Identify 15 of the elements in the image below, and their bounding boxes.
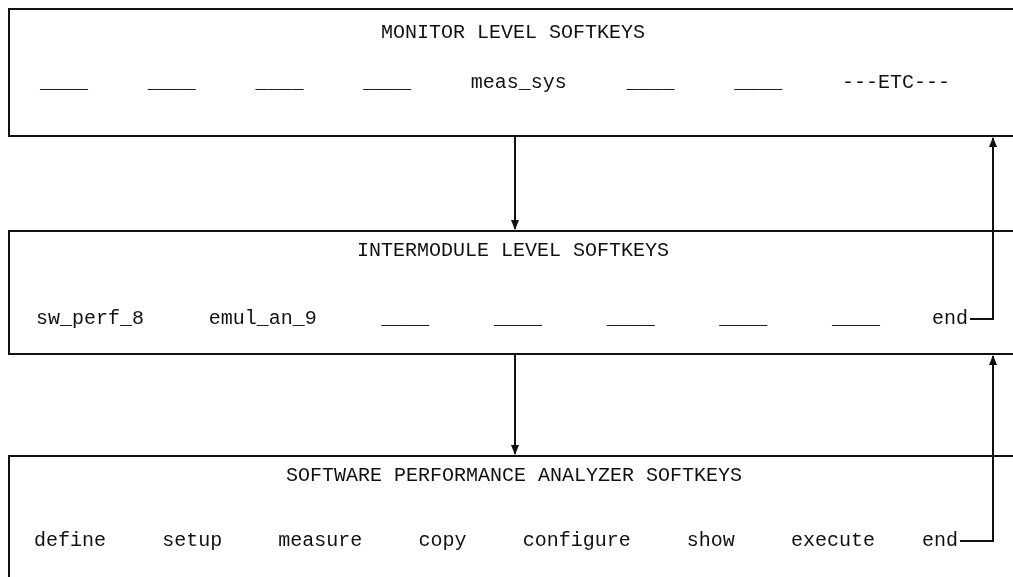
arrow bbox=[969, 137, 997, 320]
arrow bbox=[511, 354, 519, 455]
arrow bbox=[959, 355, 997, 542]
softkey-level-panel bbox=[8, 8, 1013, 137]
softkey-label: end bbox=[922, 530, 958, 552]
softkey-level-panel bbox=[8, 230, 1013, 355]
softkey-row: sw_perf_8 emul_an_9 ____ ____ ____ ____ ____ bbox=[36, 308, 880, 330]
panel-heading: MONITOR LEVEL SOFTKEYS bbox=[379, 22, 646, 44]
softkey-row: ____ ____ ____ ____ meas_sys ____ ____ ---ETC--- bbox=[40, 72, 950, 94]
arrow bbox=[511, 136, 519, 230]
panel-heading: INTERMODULE LEVEL SOFTKEYS bbox=[355, 240, 671, 262]
softkey-label: end bbox=[932, 308, 968, 330]
panel-heading: SOFTWARE PERFORMANCE ANALYZER SOFTKEYS bbox=[284, 465, 744, 487]
softkey-level-panel bbox=[8, 455, 1013, 577]
softkey-row: define setup measure copy configure show execute bbox=[34, 530, 875, 552]
